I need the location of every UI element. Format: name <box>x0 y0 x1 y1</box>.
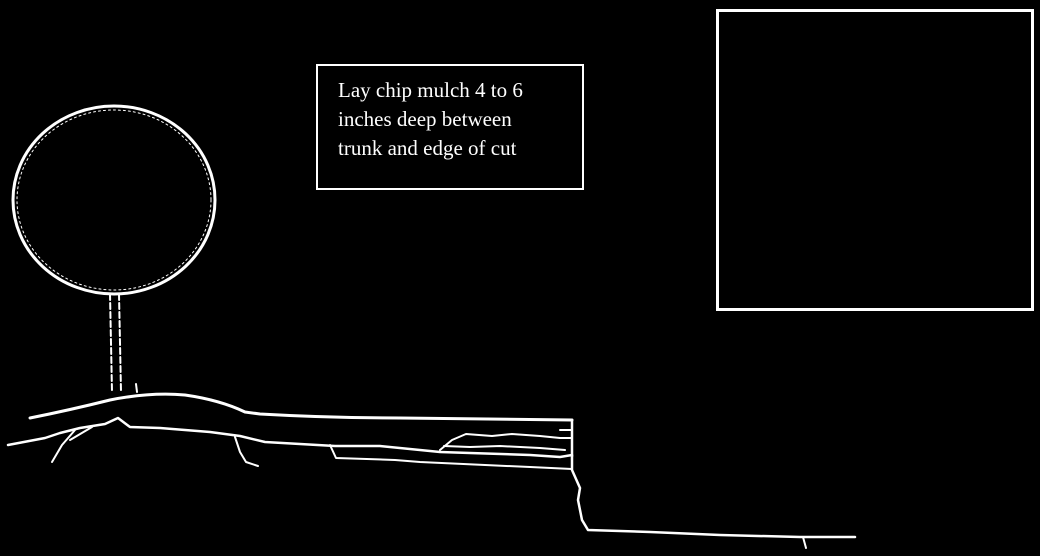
mulch-surface-line <box>28 392 574 422</box>
callout-line-1: Lay chip mulch 4 to 6 <box>338 78 523 102</box>
tree-crown <box>11 104 217 296</box>
callout-line-3: trunk and edge of cut <box>338 136 517 160</box>
callout-line-2: inches deep between <box>338 107 512 131</box>
root-lines <box>51 426 807 549</box>
mulch-instruction-callout: Lay chip mulch 4 to 6 inches deep betwee… <box>316 64 584 190</box>
empty-panel-frame <box>716 9 1034 311</box>
tree-trunk <box>109 293 138 393</box>
soil-cut-line <box>6 416 857 539</box>
